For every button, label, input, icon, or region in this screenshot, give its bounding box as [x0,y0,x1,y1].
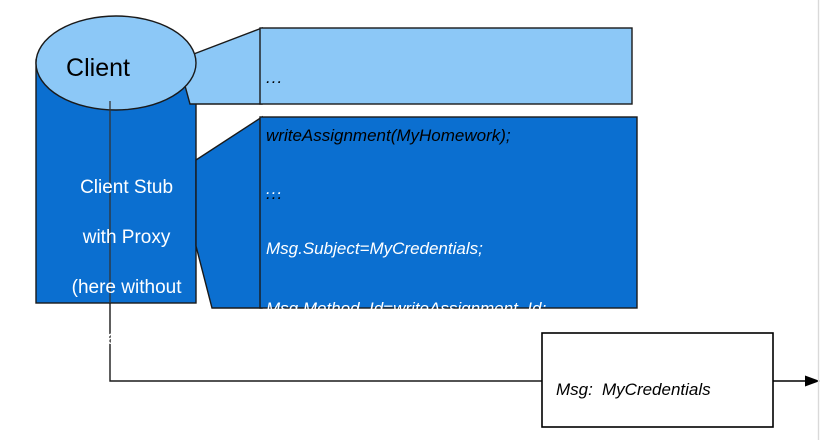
code-line: ... [266,68,284,87]
message-box-row: Msg: MyCredentials [556,376,771,404]
stub-to-message-connector [109,303,542,382]
message-box-text: Msg:MyCredentials writeAssignment_Id MyH… [556,342,771,440]
client-node-label: Client [66,54,130,82]
client-stub-label-line: with Proxy [82,227,171,249]
client-stub-label: Client Stub with Proxy (here without PEP… [36,150,196,376]
client-stub-label-line: (here without [71,277,182,299]
code-line: Msg.Subject=MyCredentials; [266,239,483,258]
application-code-callout-text: ... writeAssignment(MyHomework); ... [266,32,630,240]
code-line: writeAssignment(MyHomework); [266,126,511,145]
code-line: Msg.Params= MyHomework; [266,359,485,378]
stub-callout-tail [195,115,263,309]
message-box-field: MyCredentials [602,380,711,399]
client-stub-label-line: Client Stub [80,177,174,199]
code-line: ... [266,184,284,203]
application-code-callout-box [259,27,633,105]
message-outgoing-arrow-head [805,375,820,387]
client-stub-label-line: PEP and PDP) [63,327,190,349]
message-box-tag: Msg: [556,380,593,399]
code-line: Msg.Method_Id=writeAssignment_Id; [266,299,547,318]
stub-code-callout-text: ... Msg.Subject=MyCredentials; Msg.Metho… [266,142,634,440]
message-box [541,332,774,428]
code-line: send(Server, Msg); [266,419,410,438]
client-ellipse [35,15,197,111]
code-line: ... [266,179,284,198]
stub-code-callout-box [259,116,638,309]
